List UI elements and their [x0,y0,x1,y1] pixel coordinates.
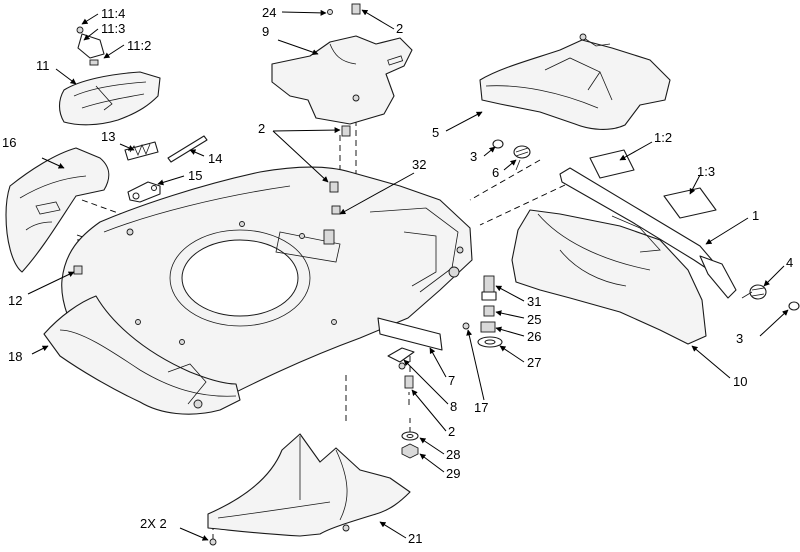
callout-10: 10 [733,374,747,389]
part-14-rod [167,135,208,163]
part-1-handle-bar [559,167,737,299]
callout-2-lower: 2 [448,424,455,439]
callout-12: 12 [8,293,22,308]
part-27-nut [477,336,503,348]
part-31-fitting [481,275,497,301]
part-13-spring [124,141,159,161]
part-9-cover-plate [271,3,413,125]
part-5-discharge-chute [479,33,671,130]
callout-26: 26 [527,329,541,344]
part-16-side-panel [5,147,110,273]
decal-1-2 [589,149,635,179]
callout-2-top: 2 [396,21,403,36]
callout-3-lower: 3 [736,331,743,346]
part-29-nut [401,443,419,459]
callout-5: 5 [432,125,439,140]
part-3-washer-upper [492,139,504,149]
callout-21: 21 [408,531,422,546]
part-12-nut [73,265,83,275]
callout-14: 14 [208,151,222,166]
callout-2x-2: 2X 2 [140,516,167,531]
callout-1-2: 1:2 [654,130,672,145]
callout-16: 16 [2,135,16,150]
part-18-front-bumper [43,295,241,415]
callout-13: 13 [101,129,115,144]
callout-1: 1 [752,208,759,223]
callout-8: 8 [450,399,457,414]
part-8-clip [387,347,415,370]
callout-11-4: 11:4 [101,6,125,21]
callout-29: 29 [446,466,460,481]
part-32-clip [331,205,341,215]
callout-27: 27 [527,355,541,370]
decal-1-3 [663,187,717,219]
callout-9: 9 [262,24,269,39]
mower-deck [61,166,473,408]
callout-18: 18 [8,349,22,364]
callout-4: 4 [786,255,793,270]
part-7-plate [377,317,443,351]
callout-7: 7 [448,373,455,388]
part-3-washer-lower [788,301,800,311]
part-26-seal [480,321,496,333]
callout-15: 15 [188,168,202,183]
part-2-bolt-b [329,181,339,193]
callout-31: 31 [527,294,541,309]
part-4-spring [741,284,767,300]
callout-2-mid: 2 [258,121,265,136]
part-28-washer [401,431,419,441]
callout-labels: 11:4 11:3 11:2 11 24 2 9 2 5 16 13 14 15… [2,5,793,546]
callout-11: 11 [36,58,50,73]
callout-25: 25 [527,312,541,327]
part-15-bracket [127,181,161,203]
part-2-bolt-a [341,125,351,137]
callout-24: 24 [262,5,276,20]
leader-lines [27,9,789,541]
callout-11-2: 11:2 [127,38,151,53]
callout-32: 32 [412,157,426,172]
part-2-bolt-lower [404,375,414,389]
part-21-mulch-plate [207,433,411,546]
part-25-spring [483,305,495,317]
callout-6: 6 [492,165,499,180]
callout-17: 17 [474,400,488,415]
callout-1-3: 1:3 [697,164,715,179]
part-10-rear-housing [511,209,707,345]
part-6-spring [513,145,531,171]
callout-3-upper: 3 [470,149,477,164]
callout-28: 28 [446,447,460,462]
part-17-screw [462,322,470,330]
callout-11-3: 11:3 [101,21,125,36]
